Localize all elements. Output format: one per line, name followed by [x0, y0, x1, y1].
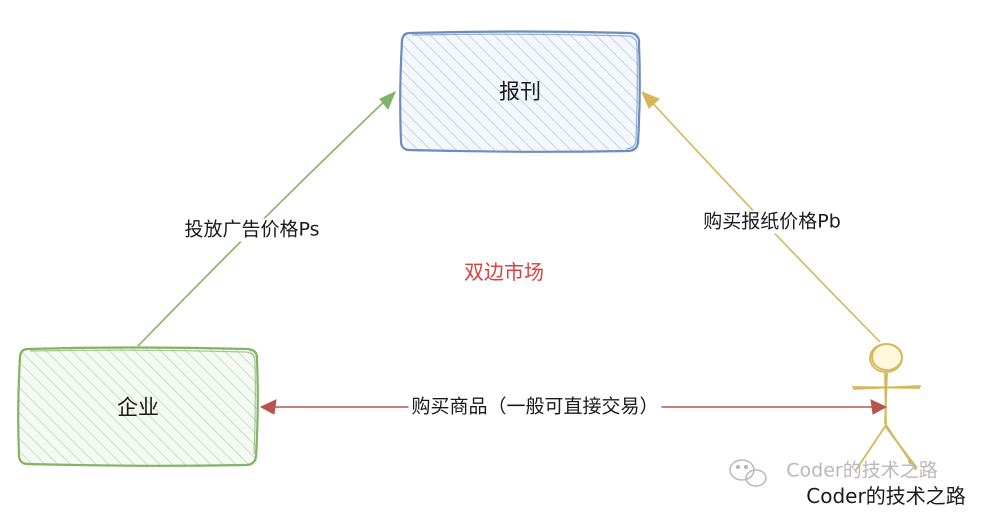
reader-stick-figure[interactable]	[851, 343, 922, 471]
two-sided-market-label: 双边市场	[464, 260, 544, 284]
newspaper-label: 报刊	[499, 79, 541, 104]
newspaper-node[interactable]	[399, 30, 641, 153]
enterprise-label: 企业	[117, 395, 159, 420]
caption-text: Coder的技术之路	[806, 484, 966, 508]
enterprise-node[interactable]	[17, 346, 259, 467]
wechat-icon	[729, 459, 767, 487]
edge-label-buy-goods: 购买商品（一般可直接交易）	[408, 395, 662, 419]
edge-label-newspaper-price: 购买报纸价格Pb	[700, 210, 844, 234]
watermark-text: Coder的技术之路	[786, 459, 938, 482]
edge-label-advertising-price: 投放广告价格Ps	[181, 218, 323, 242]
